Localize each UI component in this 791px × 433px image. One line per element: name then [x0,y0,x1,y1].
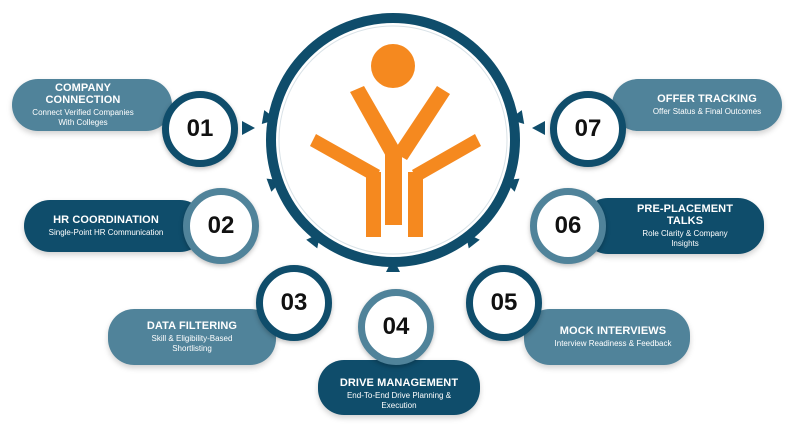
step-05-subtitle: Interview Readiness & Feedback [554,339,672,348]
step-05-card: MOCK INTERVIEWS Interview Readiness & Fe… [524,309,690,365]
step-06-number: 06 [530,188,606,264]
step-04-subtitle: End-To-End Drive Planning & Execution [346,390,452,410]
step-05-number: 05 [466,265,542,341]
step-03-card: DATA FILTERING Skill & Eligibility-Based… [108,309,276,365]
step-02-subtitle: Single-Point HR Communication [48,228,164,237]
connector-arrows [242,121,545,135]
step-04-number: 04 [358,289,434,365]
step-06-title: PRE-PLACEMENT TALKS [636,203,734,227]
step-01-title: COMPANY CONNECTION [45,82,121,106]
step-06-subtitle: Role Clarity & Company Insights [642,229,728,248]
step-01-card: COMPANY CONNECTION Connect Verified Comp… [12,79,172,131]
step-03-subtitle: Skill & Eligibility-Based Shortlisting [151,334,233,353]
step-02-number: 02 [183,188,259,264]
step-01-subtitle: Connect Verified Companies With Colleges [32,108,134,127]
step-07-title: OFFER TRACKING [657,93,757,105]
step-01-number: 01 [162,91,238,167]
step-04-title: DRIVE MANAGEMENT [339,376,459,389]
step-06-card: PRE-PLACEMENT TALKS Role Clarity & Compa… [582,198,764,254]
step-02-card: HR COORDINATION Single-Point HR Communic… [24,200,206,252]
step-05-title: MOCK INTERVIEWS [559,325,667,337]
step-02-title: HR COORDINATION [53,214,159,226]
step-07-card: OFFER TRACKING Offer Status & Final Outc… [612,79,782,131]
step-07-number: 07 [550,91,626,167]
brand-logo [310,44,481,237]
step-03-number: 03 [256,265,332,341]
step-07-subtitle: Offer Status & Final Outcomes [652,107,762,116]
step-03-title: DATA FILTERING [146,320,238,332]
step-04-card: DRIVE MANAGEMENT End-To-End Drive Planni… [318,360,480,415]
